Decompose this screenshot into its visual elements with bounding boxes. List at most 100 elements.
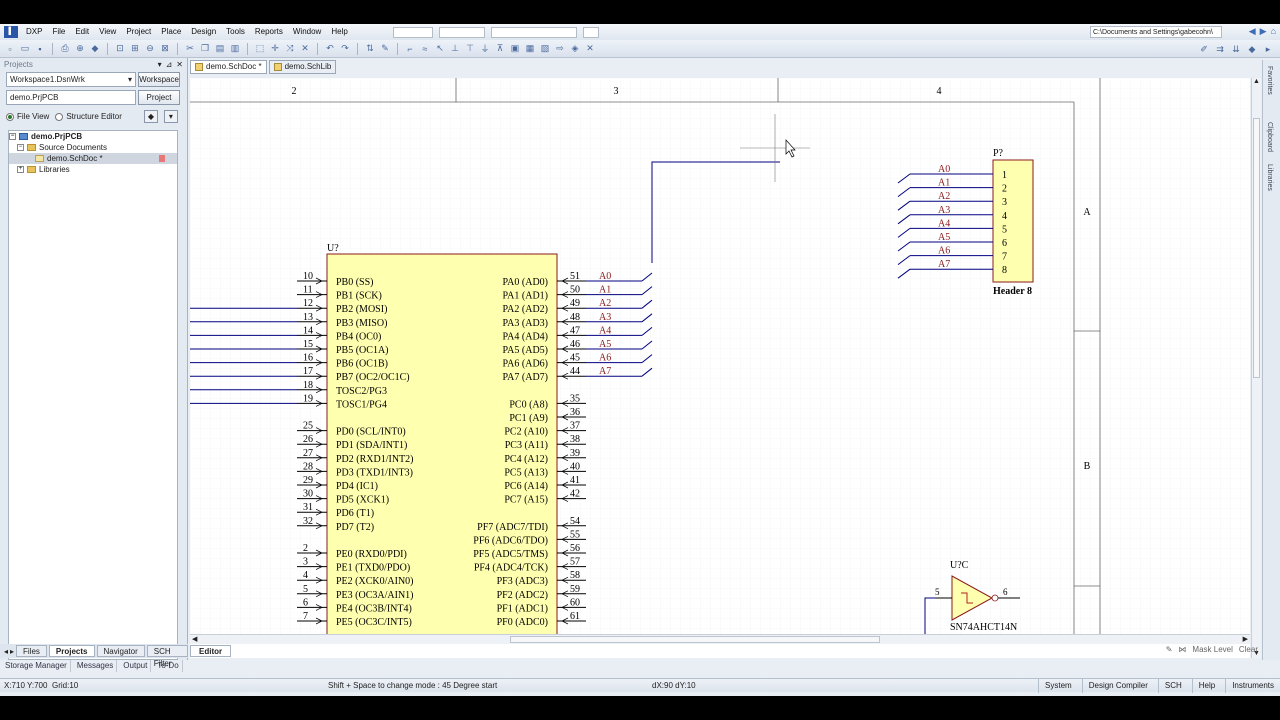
scroll-left-icon[interactable]: ◀ [192,636,198,643]
no-erc-icon[interactable]: ✕ [586,43,594,53]
tab-storage-manager[interactable]: Storage Manager [2,660,71,672]
horizontal-scrollbar[interactable]: ◀ ▶ [190,634,1250,644]
tab-editor[interactable]: Editor [190,645,232,657]
net-label-icon[interactable]: ⊥ [451,43,459,53]
project-button[interactable]: Project [138,90,180,105]
tab-output[interactable]: Output [120,660,152,672]
vertical-scroll-thumb[interactable] [1253,118,1260,378]
status-help[interactable]: Help [1191,679,1215,693]
zoom-select-icon[interactable]: ⊠ [161,43,169,53]
mask-options-icon[interactable]: ⋈ [1178,645,1187,654]
tab-messages[interactable]: Messages [74,660,118,672]
paste-icon[interactable]: ▤ [215,43,225,53]
app-logo-icon[interactable]: ▌ [4,26,18,38]
bus-icon[interactable]: ≈ [422,43,428,54]
sheet-entry-icon[interactable]: ▧ [540,43,550,53]
menu-project[interactable]: Project [126,27,152,36]
zoom-icon[interactable]: ⊕ [76,43,84,53]
pencil-icon[interactable]: ✎ [381,43,389,53]
fit-icon[interactable]: ⊡ [116,43,124,53]
horizontal-scroll-thumb[interactable] [510,636,880,643]
project-field[interactable]: demo.PrjPCB [6,90,136,105]
mask-level-button[interactable]: Mask Level [1192,645,1233,654]
tab-scroll-right-icon[interactable]: ▸ [10,646,15,656]
status-instruments[interactable]: Instruments [1225,679,1274,693]
tab-scroll-left-icon[interactable]: ◂ [4,646,9,656]
status-design-compiler[interactable]: Design Compiler [1081,679,1148,693]
file-view-radio[interactable]: File View [6,112,49,121]
combo-1[interactable] [392,26,433,38]
tree-item-project[interactable]: − demo.PrjPCB [9,131,177,142]
component-inverter[interactable]: U?C 5 6 SN74AHCT14N [924,560,1020,634]
open-icon[interactable]: ▭ [20,43,30,53]
filter-icon[interactable]: ✎ [1165,645,1173,654]
panel-menu-icon[interactable]: ▾ [157,59,162,69]
power-port-icon[interactable]: ⊤ [466,43,474,53]
workspace-button[interactable]: Workspace [138,72,180,87]
home-icon[interactable]: ⌂ [1270,26,1276,36]
menu-file[interactable]: File [52,27,66,36]
move-icon[interactable]: ✛ [271,43,279,53]
print-icon[interactable]: ⎙ [61,43,69,53]
collapse-icon[interactable]: − [17,144,24,151]
new-icon[interactable]: ▫ [8,43,12,54]
undo-icon[interactable]: ↶ [326,43,334,53]
component-header[interactable]: P? Header 8 [992,148,1034,297]
vertical-scrollbar[interactable]: ▲ ▼ [1251,78,1261,658]
pointer-icon[interactable]: ↖ [436,43,444,53]
tool-a-icon[interactable]: ✐ [1200,43,1208,54]
path-field[interactable]: C:\Documents and Settings\gabecohn\ [1090,26,1222,38]
tool-e-icon[interactable]: ▸ [1265,43,1271,54]
part-icon[interactable]: ▣ [510,43,520,53]
tree-item-libraries[interactable]: + Libraries [9,164,177,175]
tab-projects[interactable]: Projects [48,645,95,657]
menu-tools[interactable]: Tools [226,27,245,36]
rubber-icon[interactable]: ▥ [230,43,240,53]
hierarchy-icon[interactable]: ⇅ [366,43,374,53]
menu-view[interactable]: View [99,27,117,36]
pin-icon[interactable]: ⊿ [165,59,173,69]
zoom-out-icon[interactable]: ⊖ [146,43,154,53]
menu-place[interactable]: Place [161,27,182,36]
scroll-up-icon[interactable]: ▲ [1253,78,1260,85]
scroll-down-icon[interactable]: ▼ [1253,650,1260,657]
select-icon[interactable]: ⬚ [255,43,265,53]
favorites-tab[interactable]: Favorites [1266,66,1273,95]
combo-4[interactable] [582,26,599,38]
close-icon[interactable]: ✕ [176,59,183,69]
forward-icon[interactable]: ▶ [1259,26,1267,36]
menu-edit[interactable]: Edit [75,27,90,36]
clear-filter-icon[interactable]: ✕ [301,43,309,53]
clear-button[interactable]: Clear [1238,645,1258,654]
tab-files[interactable]: Files [16,645,47,657]
expand-icon[interactable]: + [17,166,24,173]
layers-icon[interactable]: ◆ [91,43,99,53]
combo-3[interactable] [490,26,577,38]
tree-item-source-documents[interactable]: − Source Documents [9,142,177,153]
save-icon[interactable]: ▪ [38,43,42,54]
tab-sch-filter[interactable]: SCH Filter [146,645,188,668]
libraries-tab[interactable]: Libraries [1266,164,1273,191]
redo-icon[interactable]: ↷ [341,43,349,53]
scroll-right-icon[interactable]: ▶ [1242,636,1248,643]
structure-editor-radio[interactable]: Structure Editor [55,112,122,121]
zoom-area-icon[interactable]: ⊞ [131,43,139,53]
panel-option-a-icon[interactable]: ◆ [143,110,158,123]
port-icon[interactable]: ⇨ [556,43,564,53]
tree-item-schdoc[interactable]: demo.SchDoc * [9,153,177,164]
menu-design[interactable]: Design [191,27,217,36]
combo-2[interactable] [438,26,485,38]
junction-icon[interactable]: ◈ [571,43,579,53]
tool-c-icon[interactable]: ⇊ [1232,43,1240,54]
cut-icon[interactable]: ✂ [186,43,194,53]
tab-demo-schlib[interactable]: demo.SchLib [268,60,337,74]
clipboard-tab[interactable]: Clipboard [1266,122,1273,152]
menu-window[interactable]: Window [292,27,322,36]
back-icon[interactable]: ◀ [1248,26,1256,36]
copy-icon[interactable]: ❐ [200,43,210,53]
workspace-select[interactable]: Workspace1.DsnWrk [6,72,136,87]
status-system[interactable]: System [1038,679,1072,693]
menu-dxp[interactable]: DXP [26,27,43,36]
